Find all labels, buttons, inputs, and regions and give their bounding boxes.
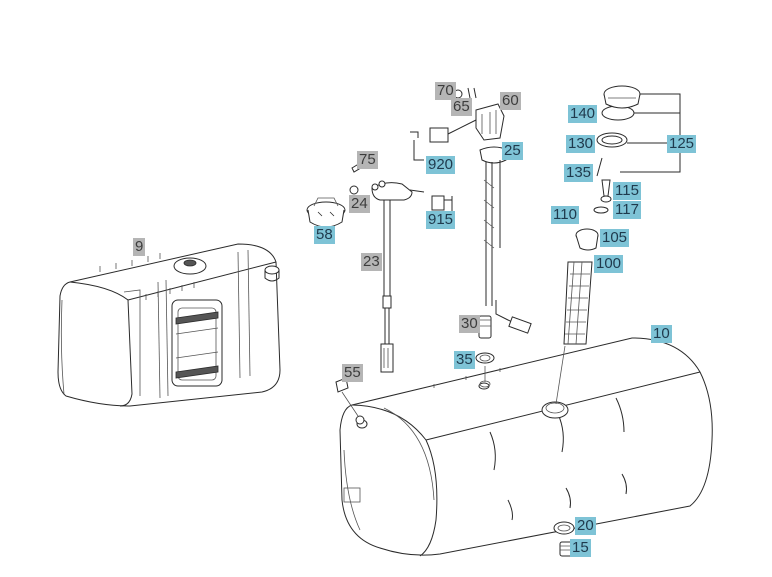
filler-assembly-drawing [555, 85, 681, 405]
part-label-115[interactable]: 115 [613, 182, 641, 200]
pump-unit-drawing [453, 87, 532, 334]
part-label-9[interactable]: 9 [133, 238, 146, 256]
part-label-110[interactable]: 110 [551, 206, 579, 224]
part-label-130[interactable]: 130 [566, 135, 596, 153]
assembled-tank-drawing [57, 243, 281, 407]
vent-cap-drawing [306, 197, 346, 228]
part-label-58[interactable]: 58 [314, 226, 335, 244]
part-label-75[interactable]: 75 [357, 151, 378, 169]
main-tank-drawing [339, 337, 713, 557]
part-label-915[interactable]: 915 [426, 211, 456, 229]
part-label-60[interactable]: 60 [500, 92, 521, 110]
connector-drawing [410, 119, 477, 212]
part-label-125[interactable]: 125 [667, 135, 697, 153]
part-label-55[interactable]: 55 [342, 364, 363, 382]
part-label-30[interactable]: 30 [459, 315, 480, 333]
part-label-35[interactable]: 35 [454, 351, 475, 369]
part-label-15[interactable]: 15 [570, 539, 591, 557]
part-label-920[interactable]: 920 [426, 156, 456, 174]
part-label-100[interactable]: 100 [594, 255, 624, 273]
part-label-117[interactable]: 117 [613, 201, 641, 219]
part-label-105[interactable]: 105 [600, 229, 630, 247]
part-label-20[interactable]: 20 [575, 517, 596, 535]
part-label-23[interactable]: 23 [361, 253, 382, 271]
sender-unit-drawing [349, 161, 425, 373]
part-label-65[interactable]: 65 [451, 98, 472, 116]
part-label-135[interactable]: 135 [564, 164, 594, 182]
part-label-140[interactable]: 140 [568, 105, 598, 123]
part-label-10[interactable]: 10 [651, 325, 672, 343]
part-label-25[interactable]: 25 [502, 142, 523, 160]
part-label-24[interactable]: 24 [349, 195, 370, 213]
part-label-70[interactable]: 70 [435, 82, 456, 100]
